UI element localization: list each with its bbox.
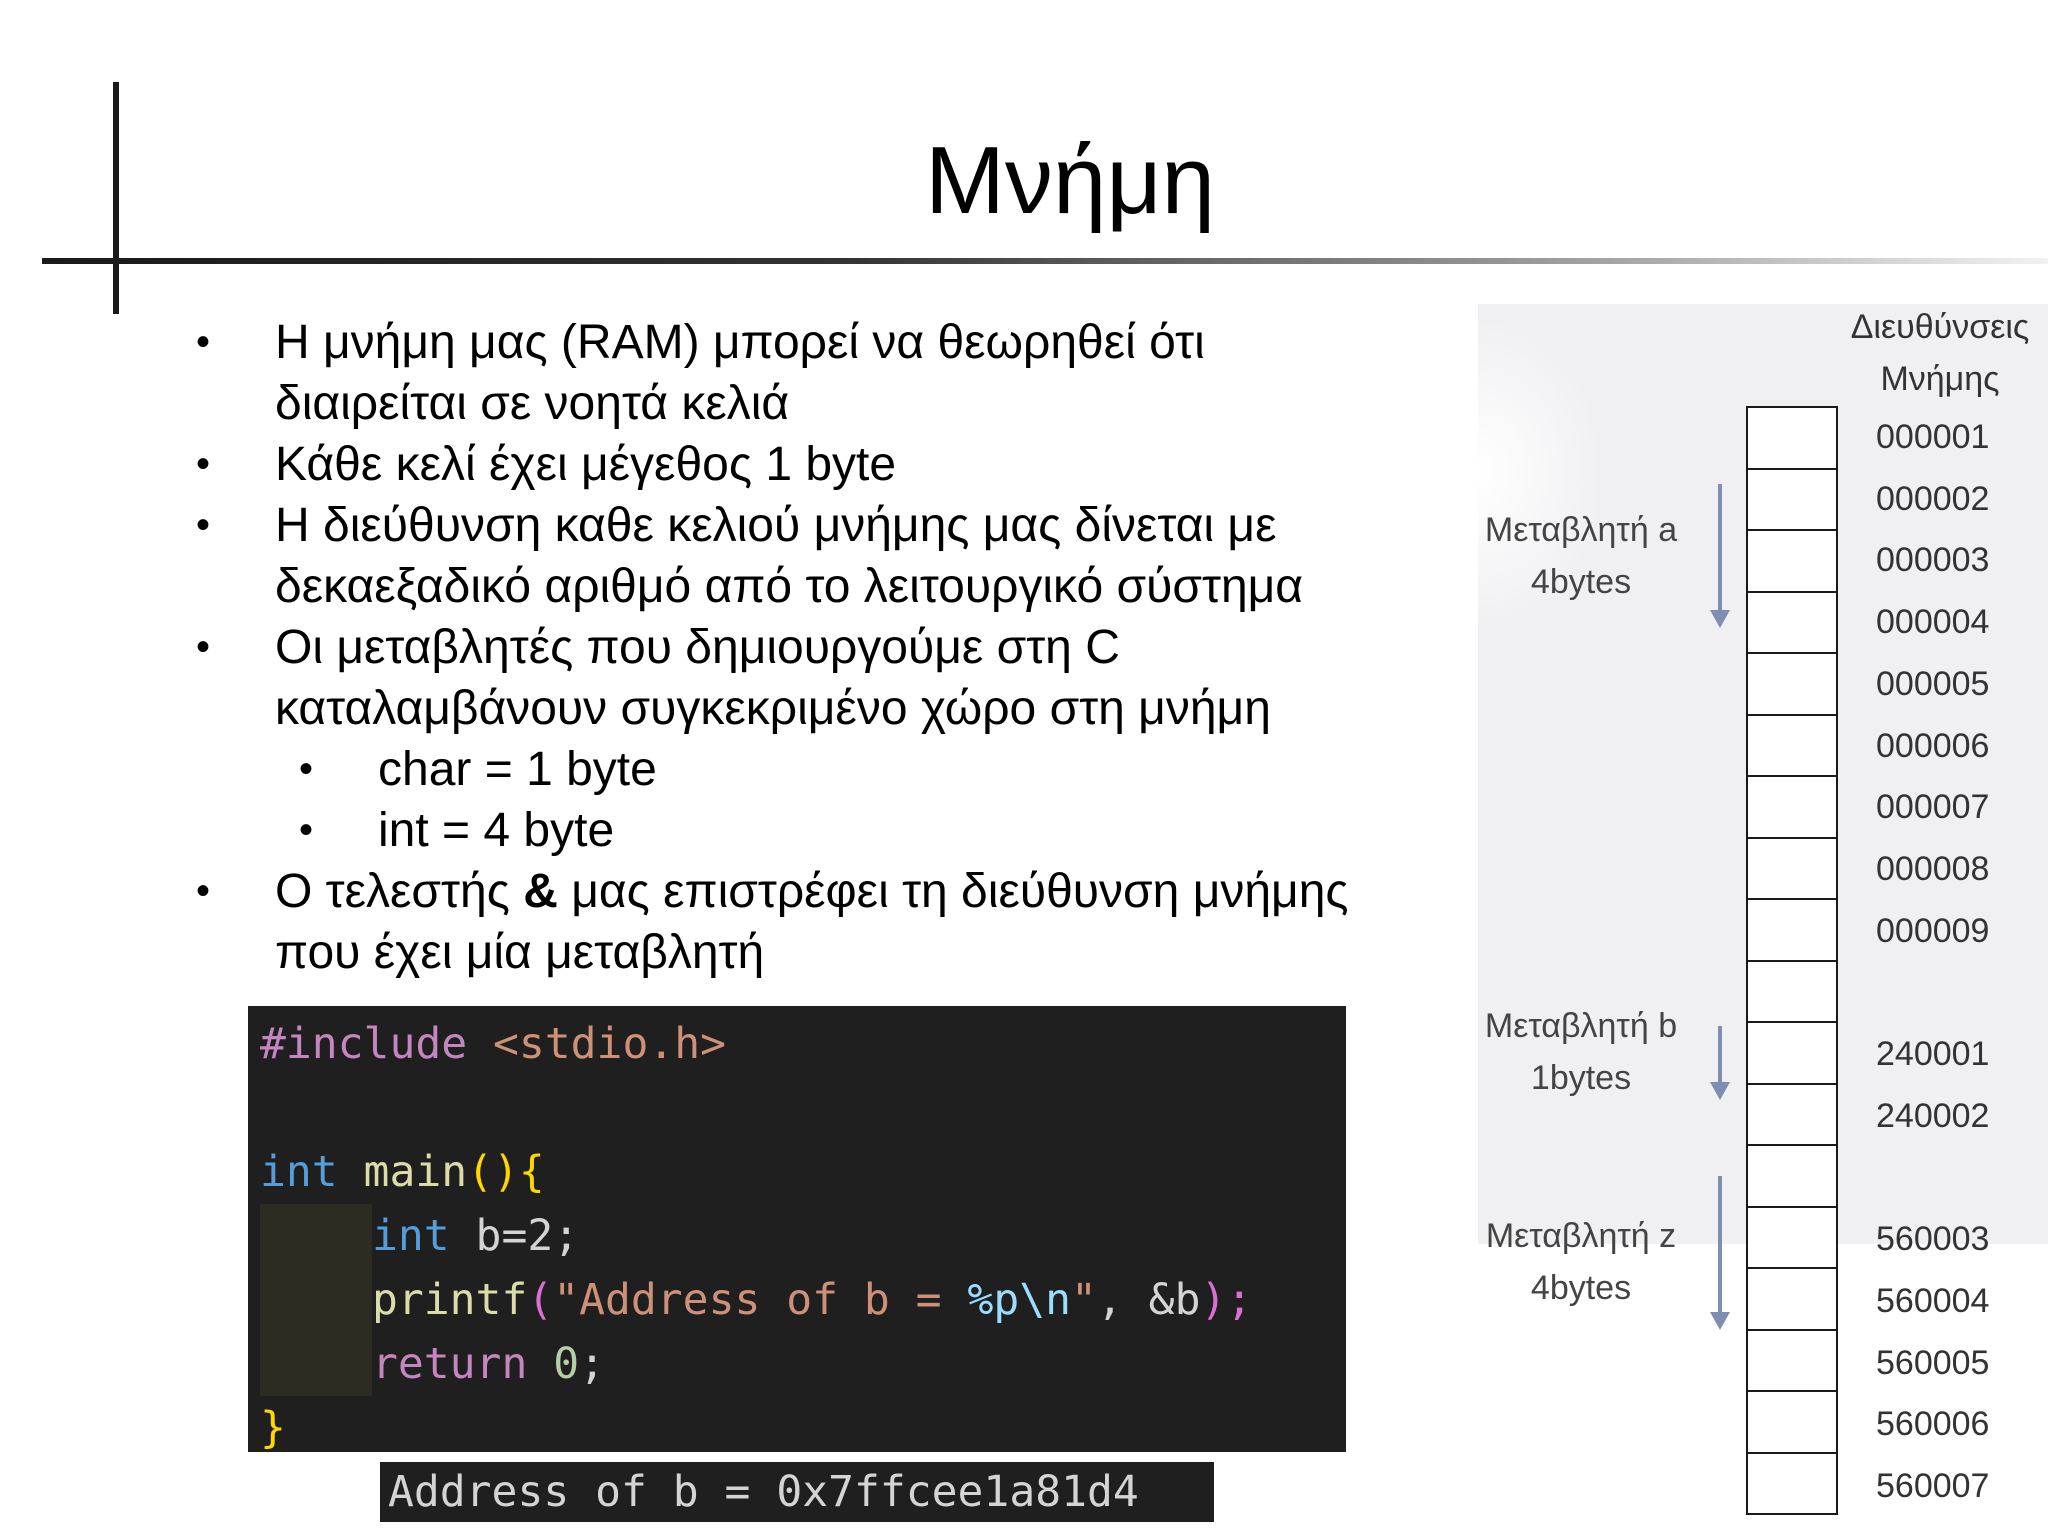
address-label: 000006 — [1876, 727, 1990, 765]
memory-cell — [1746, 775, 1838, 837]
code-line-blank — [260, 1076, 1346, 1140]
memory-cell — [1746, 1144, 1838, 1206]
memory-cell — [1746, 959, 1838, 1021]
bullet-list: Η μνήμη μας (RAM) μπορεί να θεωρηθεί ότι… — [196, 312, 1456, 983]
memory-cell — [1746, 590, 1838, 652]
address-label: 240001 — [1876, 1035, 1990, 1073]
variable-b-label: Μεταβλητή b 1bytes — [1484, 1007, 1678, 1097]
memory-cell — [1746, 1082, 1838, 1144]
memory-cell — [1746, 467, 1838, 529]
bullet-variables-space: Οι μεταβλητές που δημιουργούμε στη C κατ… — [196, 617, 1456, 739]
address-label: 000007 — [1876, 788, 1990, 826]
memory-cell — [1746, 1205, 1838, 1267]
memory-cell — [1746, 1451, 1838, 1515]
sub-bullet-char-size: char = 1 byte — [196, 739, 1456, 800]
code-line-include: #include <stdio.h> — [260, 1019, 726, 1069]
memory-cell — [1746, 836, 1838, 898]
memory-cell — [1746, 652, 1838, 714]
address-label: 560003 — [1876, 1220, 1990, 1258]
address-label: 560005 — [1876, 1344, 1990, 1382]
bullet-address-operator: Ο τελεστής & μας επιστρέφει τη διεύθυνση… — [196, 861, 1456, 983]
address-label: 000002 — [1876, 480, 1990, 518]
memory-cells — [1746, 406, 1838, 1515]
variable-z-label: Μεταβλητή z 4bytes — [1485, 1217, 1677, 1307]
address-label: 000004 — [1876, 603, 1990, 641]
memory-cell — [1746, 1021, 1838, 1083]
address-label: 240002 — [1876, 1097, 1990, 1135]
address-label: 000008 — [1876, 850, 1990, 888]
memory-cell — [1746, 713, 1838, 775]
code-line-main: int main(){ — [260, 1147, 545, 1197]
slide-title: Μνήμη — [924, 127, 1216, 234]
down-arrow-icon — [1710, 1026, 1730, 1100]
address-label: 560006 — [1876, 1405, 1990, 1443]
code-line-printf: printf("Address of b = %p\n", &b); — [260, 1268, 1346, 1332]
memory-diagram: Διευθύνσεις Μνήμης 000001 000002 000003 … — [1478, 304, 2048, 1536]
memory-cell — [1746, 1267, 1838, 1329]
variable-a-label: Μεταβλητή a 4bytes — [1484, 511, 1678, 601]
code-line-return: return 0; — [260, 1332, 1346, 1396]
memory-cell — [1746, 898, 1838, 960]
address-label: 000009 — [1876, 912, 1990, 950]
code-line-close-brace: } — [260, 1403, 286, 1453]
address-label: 000001 — [1876, 418, 1990, 456]
code-line-declare: int b=2; — [260, 1204, 1346, 1268]
memory-addresses-header-line2: Μνήμης — [1880, 360, 2000, 398]
code-snippet: #include <stdio.h> int main(){ int b=2;pri… — [248, 1006, 1346, 1453]
ampersand-operator: & — [523, 865, 558, 918]
bullet-ram-cells: Η μνήμη μας (RAM) μπορεί να θεωρηθεί ότι… — [196, 312, 1456, 434]
down-arrow-icon — [1710, 1176, 1730, 1330]
memory-cell — [1746, 1328, 1838, 1390]
indent-guide — [260, 1268, 372, 1332]
address-label: 000005 — [1876, 665, 1990, 703]
decorative-shape — [1478, 324, 1598, 624]
sub-bullet-int-size: int = 4 byte — [196, 800, 1456, 861]
slide-title-underline — [42, 258, 2048, 264]
bullet-cell-address: Η διεύθυνση καθε κελιού μνήμης μας δίνετ… — [196, 495, 1456, 617]
address-label: 560004 — [1876, 1282, 1990, 1320]
memory-cell — [1746, 1390, 1838, 1452]
memory-cell — [1746, 529, 1838, 591]
memory-cell — [1746, 406, 1838, 468]
slide-corner-vertical-line — [113, 82, 119, 314]
program-output: Address of b = 0x7ffcee1a81d4 — [380, 1462, 1214, 1522]
bullet-cell-size: Κάθε κελί έχει μέγεθος 1 byte — [196, 434, 1456, 495]
address-label: 560007 — [1876, 1467, 1990, 1505]
address-label: 000003 — [1876, 541, 1990, 579]
down-arrow-icon — [1710, 484, 1730, 628]
indent-guide — [260, 1332, 372, 1396]
memory-addresses-header: Διευθύνσεις — [1850, 308, 2030, 346]
indent-guide — [260, 1204, 372, 1268]
